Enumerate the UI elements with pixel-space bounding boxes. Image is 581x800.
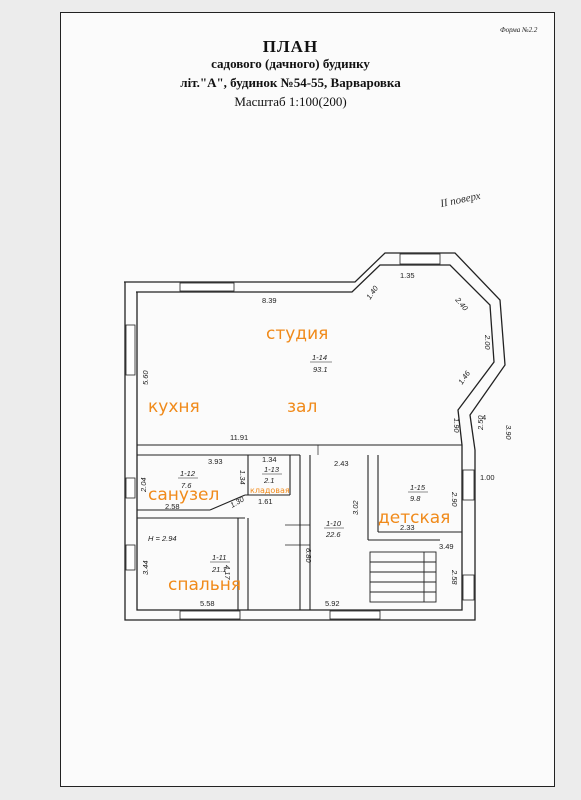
dim-studio-width: 11.91 xyxy=(230,433,248,442)
dim-right-lower: 2.58 xyxy=(450,569,459,585)
dim-bottom-right: 5.92 xyxy=(325,599,340,608)
bath-code: 1-12 xyxy=(180,469,196,478)
plan-subtitle: садового (дачного) будинку xyxy=(211,56,370,71)
plan-scale: Масштаб 1:100(200) xyxy=(234,94,347,109)
kids-area: 9.8 xyxy=(410,494,421,503)
dim-kids-right: 2.90 xyxy=(450,491,459,507)
bed-code: 1-11 xyxy=(212,553,226,562)
dim-bay-right: 2.40 xyxy=(453,295,470,313)
dim-kids-left: 3.02 xyxy=(351,500,360,515)
dim-bay-left: 1.40 xyxy=(364,283,380,301)
studio-area: 93.1 xyxy=(313,365,328,374)
dim-bay-top: 1.35 xyxy=(400,271,415,280)
plan-address: літ."А", будинок №54-55, Варваровка xyxy=(180,75,401,90)
dim-right-c: 3.90 xyxy=(504,425,513,440)
staircase xyxy=(369,551,437,603)
room-bathroom: санузел xyxy=(148,485,219,505)
room-codes: 1-14 93.1 1-12 7.6 1-13 2.1 1-15 9.8 1-1… xyxy=(148,353,428,574)
studio-code: 1-14 xyxy=(312,353,327,362)
dim-corridor-top: 2.43 xyxy=(334,459,349,468)
door-ticks xyxy=(285,445,319,546)
dim-bay-lower: 1.46 xyxy=(456,368,472,386)
drawing-sheet xyxy=(60,12,555,787)
plan-title: ПЛАН xyxy=(262,37,319,56)
hall-code: 1-10 xyxy=(326,519,342,528)
bed-area: 21.1 xyxy=(211,565,227,574)
ceiling-height: H = 2.94 xyxy=(148,534,177,543)
dim-bay-side: 2.00 xyxy=(483,334,492,350)
room-studio: студия xyxy=(266,324,328,344)
dim-right-b: 2.50 xyxy=(476,415,485,431)
room-kids: детская xyxy=(378,508,450,528)
form-number: Форма №2.2 xyxy=(500,26,538,34)
pantry-code: 1-13 xyxy=(264,465,280,474)
kids-code: 1-15 xyxy=(410,483,426,492)
dim-bed-bottom: 5.58 xyxy=(200,599,215,608)
room-labels: студия кухня зал санузел кладовая детска… xyxy=(148,324,450,595)
dim-right-d: 1.00 xyxy=(480,473,495,482)
room-kitchen: кухня xyxy=(148,397,200,417)
pantry-area: 2.1 xyxy=(263,476,274,485)
room-bedroom: спальня xyxy=(168,575,241,595)
dim-right-a: 1.90 xyxy=(452,418,461,433)
room-hall: зал xyxy=(287,397,317,417)
inner-walls xyxy=(137,444,462,610)
dim-diag: 1.30 xyxy=(229,494,247,510)
dim-bath-top: 3.93 xyxy=(208,457,223,466)
hall-area: 22.6 xyxy=(325,530,341,539)
dimension-labels: 8.39 1.35 1.40 2.40 2.00 1.46 5.60 11.91… xyxy=(139,271,513,608)
dim-pantry-top: 1.34 xyxy=(262,455,277,464)
dim-bed-right: 4.17 xyxy=(223,565,232,580)
dim-pantry-bottom: 1.61 xyxy=(258,497,273,506)
dim-bath-left: 2.04 xyxy=(139,477,148,493)
dim-hall-side: 6.80 xyxy=(304,548,313,563)
dim-bath-right: 1.34 xyxy=(238,470,247,485)
bath-area: 7.6 xyxy=(181,481,192,490)
dim-bed-left: 3.44 xyxy=(141,560,150,575)
dim-bath-bottom: 2.58 xyxy=(165,502,180,511)
windows xyxy=(125,253,475,620)
dim-stair: 3.49 xyxy=(439,542,454,551)
dim-studio-left: 5.60 xyxy=(141,370,150,385)
dim-notch: 4 xyxy=(482,413,486,422)
dim-top-long: 8.39 xyxy=(262,296,277,305)
dim-kids-bottom: 2.33 xyxy=(400,523,415,532)
outer-walls xyxy=(124,252,506,621)
room-pantry: кладовая xyxy=(250,486,290,495)
